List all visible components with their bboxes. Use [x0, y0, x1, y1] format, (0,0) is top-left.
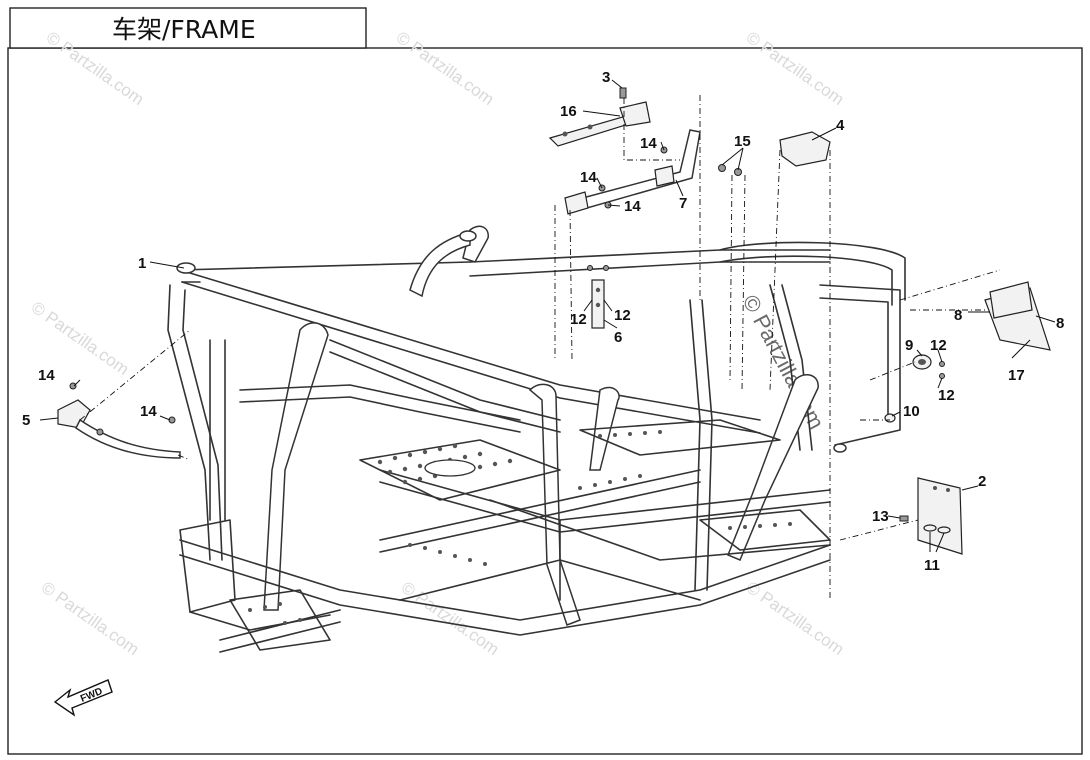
part-13-bolt	[899, 515, 909, 522]
callout-13: 13	[872, 508, 889, 525]
part-2-plate	[917, 477, 963, 555]
callout-12-d: 12	[938, 387, 955, 404]
part-5-harness	[57, 399, 181, 459]
fwd-label: FWD	[79, 686, 104, 705]
part-6-plate	[591, 279, 605, 329]
alignment-lines	[79, 95, 1001, 600]
callout-8-right: 8	[1056, 315, 1064, 332]
callout-15: 15	[734, 133, 751, 150]
main-frame-drawing	[167, 225, 906, 653]
part-14-bolts	[69, 146, 668, 424]
watermark-5: © Partzilla.com	[38, 578, 143, 659]
diagram-border	[7, 47, 1083, 755]
part-3-bolt	[619, 87, 627, 99]
part-9-grommet	[912, 354, 932, 370]
part-11-washers	[923, 524, 951, 534]
callout-2: 2	[978, 473, 986, 490]
callout-9: 9	[905, 337, 913, 354]
page-title: 车架/FRAME	[112, 15, 256, 44]
watermark-2: © Partzilla.com	[393, 28, 498, 109]
callout-4: 4	[836, 117, 845, 134]
callout-12-b: 12	[614, 307, 631, 324]
part-7-bracket-arm	[564, 129, 701, 215]
callout-10: 10	[903, 403, 920, 420]
leader-lines	[39, 79, 1056, 553]
fwd-arrow: FWD	[53, 679, 113, 717]
watermark-3: © Partzilla.com	[743, 28, 848, 109]
part-4-bracket	[779, 131, 831, 167]
watermarks: © Partzilla.com © Partzilla.com © Partzi…	[28, 28, 848, 659]
callout-17: 17	[1008, 367, 1025, 384]
callout-14-d: 14	[38, 367, 55, 384]
callout-14-e: 14	[140, 403, 157, 420]
part-15-nuts	[718, 164, 742, 176]
callout-14-b: 14	[580, 169, 597, 186]
watermark-6: © Partzilla.com	[398, 578, 503, 659]
callout-12-a: 12	[570, 311, 587, 328]
callout-8-left: 8	[954, 307, 962, 324]
watermark-7: © Partzilla.com	[743, 578, 848, 659]
callout-1: 1	[138, 255, 146, 272]
callout-14-a: 14	[640, 135, 657, 152]
callout-labels: 1 2 3 4 5 6 7 8 8 9 10 11 12 12 12 12 13…	[22, 69, 1064, 574]
part-12-bolts	[587, 265, 945, 379]
callout-5: 5	[22, 412, 30, 429]
title-box: 车架/FRAME	[9, 7, 367, 49]
callout-3: 3	[602, 69, 610, 86]
callout-6: 6	[614, 329, 622, 346]
callout-7: 7	[679, 195, 687, 212]
callout-11: 11	[924, 557, 940, 574]
callout-16: 16	[560, 103, 577, 120]
callout-12-c: 12	[930, 337, 947, 354]
callout-14-c: 14	[624, 198, 641, 215]
part-17-plate	[984, 281, 1051, 351]
